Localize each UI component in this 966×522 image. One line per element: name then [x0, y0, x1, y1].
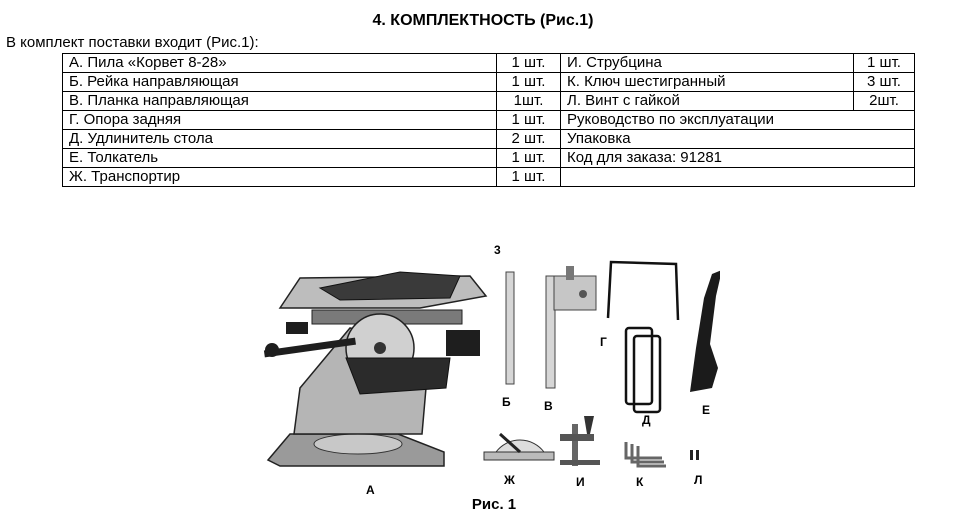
item-name: В. Планка направляющая	[62, 91, 497, 111]
table-row: В. Планка направляющая 1шт. Л. Винт с га…	[62, 91, 915, 111]
item-name: Б. Рейка направляющая	[62, 72, 497, 92]
label-d: Д	[642, 413, 651, 427]
item-name-2: Л. Винт с гайкой	[560, 91, 854, 111]
saw-icon	[263, 271, 488, 467]
clamp-icon	[560, 416, 600, 466]
item-qty: 1 шт.	[496, 53, 561, 73]
table-row: Б. Рейка направляющая 1 шт. К. Ключ шест…	[62, 72, 915, 92]
label-e: Е	[702, 403, 710, 417]
item-qty: 1 шт.	[496, 148, 561, 168]
item-name: Г. Опора задняя	[62, 110, 497, 130]
guide-fence-icon	[545, 266, 597, 389]
table-row: Д. Удлинитель стола 2 шт. Упаковка	[62, 129, 915, 149]
screw-icon	[690, 450, 699, 460]
item-qty-2: 2шт.	[853, 91, 915, 111]
intro-text: В комплект поставки входит (Рис.1):	[6, 34, 259, 51]
table-row: Ж. Транспортир 1 шт.	[62, 167, 915, 187]
item-qty-2: 1 шт.	[853, 53, 915, 73]
item-qty: 1 шт.	[496, 72, 561, 92]
label-l: Л	[694, 473, 702, 487]
table-row: А. Пила «Корвет 8-28» 1 шт. И. Струбцина…	[62, 53, 915, 73]
label-k: К	[636, 475, 644, 489]
item-name-2: Код для заказа: 91281	[560, 148, 915, 168]
section-heading: 4. КОМПЛЕКТНОСТЬ (Рис.1)	[372, 12, 594, 29]
table-row: Е. Толкатель 1 шт. Код для заказа: 91281	[62, 148, 915, 168]
label-i: И	[576, 475, 585, 489]
item-name: Д. Удлинитель стола	[62, 129, 497, 149]
item-name: Е. Толкатель	[62, 148, 497, 168]
hex-key-icon	[624, 442, 666, 468]
item-name-2: И. Струбцина	[560, 53, 854, 73]
label-zh: Ж	[503, 473, 515, 487]
label-b: Б	[502, 395, 511, 409]
item-name: А. Пила «Корвет 8-28»	[62, 53, 497, 73]
figure-caption: Рис. 1	[471, 496, 517, 513]
item-name: Ж. Транспортир	[62, 167, 497, 187]
item-qty: 2 шт.	[496, 129, 561, 149]
push-stick-icon	[690, 270, 720, 392]
item-name-2: Упаковка	[560, 129, 915, 149]
item-name-2	[560, 167, 915, 187]
guide-rail-icon	[505, 271, 515, 385]
figure-number-label: 3	[494, 243, 501, 257]
table-extension-icon	[624, 326, 662, 414]
item-qty-2: 3 шт.	[853, 72, 915, 92]
protractor-icon	[483, 432, 555, 461]
label-v: В	[544, 399, 553, 413]
rear-support-icon	[606, 260, 680, 321]
label-a: А	[366, 483, 375, 496]
item-name-2: К. Ключ шестигранный	[560, 72, 854, 92]
item-qty: 1шт.	[496, 91, 561, 111]
label-g: Г	[600, 335, 607, 349]
table-row: Г. Опора задняя 1 шт. Руководство по экс…	[62, 110, 915, 130]
item-name-2: Руководство по эксплуатации	[560, 110, 915, 130]
kit-figure: 3 А Б В Г Д Е Ж И К Л	[263, 243, 720, 496]
kit-table: А. Пила «Корвет 8-28» 1 шт. И. Струбцина…	[62, 53, 915, 187]
item-qty: 1 шт.	[496, 110, 561, 130]
item-qty: 1 шт.	[496, 167, 561, 187]
